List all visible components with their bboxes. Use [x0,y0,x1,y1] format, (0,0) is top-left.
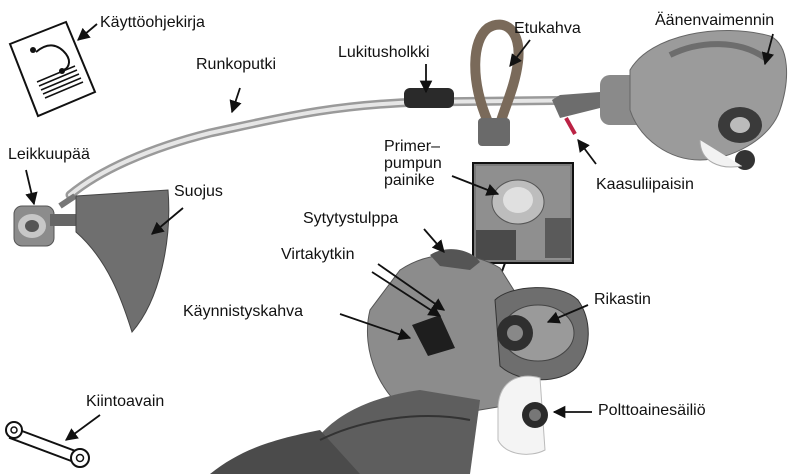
label-fuel-tank: Polttoainesäiliö [598,402,706,419]
label-cutting-head: Leikkuupää [8,146,90,163]
top-engine-illustration [552,30,787,170]
arrow-spark-plug [424,229,444,252]
cutting-head-illustration [14,206,78,246]
wrench-illustration [6,422,89,467]
label-primer-line3: painike [384,172,474,189]
arrow-manual [78,24,97,40]
label-starter-handle: Käynnistyskahva [183,303,303,320]
label-primer-line1: Primer– [384,138,474,155]
label-wrench: Kiintoavain [86,393,164,410]
arrow-shaft [232,88,240,112]
engine-illustration [210,249,588,474]
primer-inset-photo [473,163,573,263]
label-throttle: Kaasuliipaisin [596,176,694,193]
label-manual: Käyttöohjekirja [100,14,205,31]
arrow-cutting-head [26,170,34,204]
label-switch: Virtakytkin [281,246,355,263]
label-primer-line2: pumpun [384,155,474,172]
label-choke: Rikastin [594,291,651,308]
label-lock-sleeve: Lukitusholkki [338,44,430,61]
label-shaft: Runkoputki [196,56,276,73]
label-front-handle: Etukahva [514,20,581,37]
guard-illustration [76,190,169,332]
arrow-wrench [66,415,100,440]
arrow-throttle [578,140,596,164]
label-spark-plug: Sytytystulppa [303,210,398,227]
lock-sleeve-illustration [404,88,454,108]
label-primer: Primer– pumpun painike [384,138,474,189]
label-muffler: Äänenvaimennin [655,12,774,29]
front-handle-illustration [475,25,518,146]
label-guard: Suojus [174,183,223,200]
